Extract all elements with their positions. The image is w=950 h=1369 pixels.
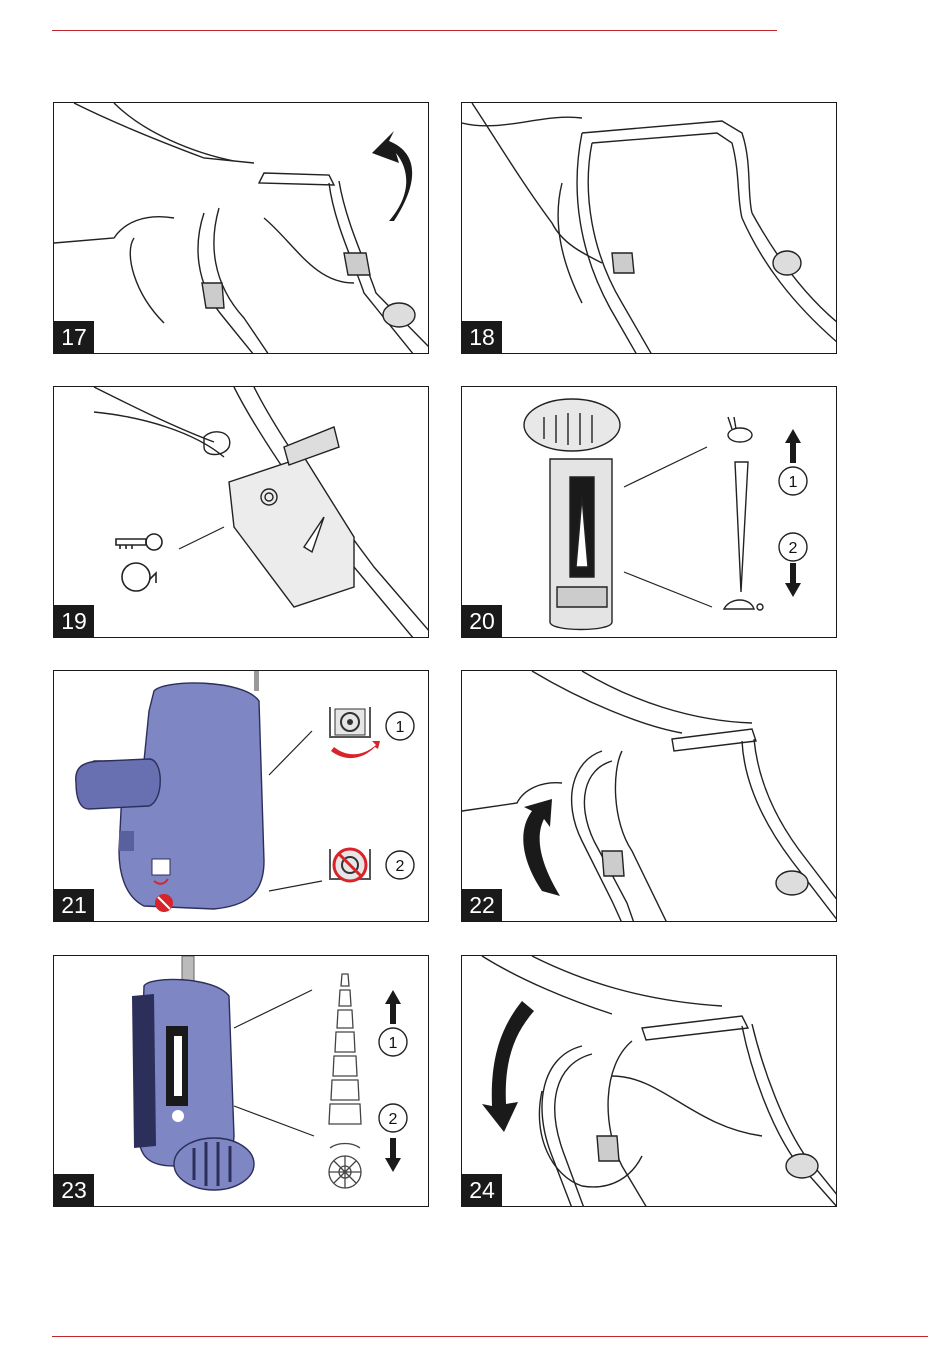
arrow-up-icon xyxy=(785,429,801,463)
turtle-icon xyxy=(724,600,763,610)
handle-fold-up-illustration xyxy=(462,671,837,922)
dial-wheel xyxy=(174,1138,254,1190)
figure-24-panel: 24 xyxy=(461,955,837,1207)
arrow-up-icon xyxy=(385,990,401,1024)
leader-lines xyxy=(269,731,322,891)
speed-lever-illustration: 1 2 xyxy=(462,387,837,638)
gear-engaged-icon xyxy=(330,707,380,758)
figure-number: 18 xyxy=(462,320,503,353)
key-switch-illustration xyxy=(54,387,429,638)
figure-number: 22 xyxy=(462,888,503,921)
footer-rule xyxy=(52,1336,928,1337)
gear-disengaged-icon xyxy=(330,849,370,881)
rotate-up-arrow-icon xyxy=(523,799,560,896)
callout-2: 2 xyxy=(389,1111,398,1128)
speed-scale xyxy=(329,974,361,1124)
arrow-down-icon xyxy=(385,1138,401,1172)
handle-fold-down-illustration xyxy=(462,956,837,1207)
figure-19-panel: 19 xyxy=(53,386,429,638)
figure-20-panel: 1 2 20 xyxy=(461,386,837,638)
callout-1: 1 xyxy=(389,1035,398,1052)
figure-number: 20 xyxy=(462,604,503,637)
leader-line xyxy=(179,527,224,549)
wheel-icon xyxy=(329,1144,361,1189)
disengage-label-icon xyxy=(155,894,173,912)
callout-1: 1 xyxy=(789,474,798,491)
knob xyxy=(524,399,620,451)
figure-18-panel: 18 xyxy=(461,102,837,354)
figure-21-panel: 1 2 21 xyxy=(53,670,429,922)
speed-wedge xyxy=(735,462,748,592)
header-rule xyxy=(52,30,777,31)
rotate-up-arrow-icon xyxy=(372,131,412,221)
leader-lines xyxy=(234,990,314,1136)
figure-number: 19 xyxy=(54,604,95,637)
callout-2: 2 xyxy=(396,858,405,875)
figure-17-panel: 17 xyxy=(53,102,429,354)
drive-lever xyxy=(76,759,161,809)
callout-1: 1 xyxy=(396,719,405,736)
figure-number: 21 xyxy=(54,888,95,921)
key-icon xyxy=(116,534,162,550)
handle-locked-illustration xyxy=(462,103,837,354)
callout-2: 2 xyxy=(789,540,798,557)
figure-number: 17 xyxy=(54,320,95,353)
rabbit-icon xyxy=(728,417,752,442)
speed-dial-illustration: 1 2 xyxy=(54,956,429,1207)
rotate-down-arrow-icon xyxy=(482,1001,534,1132)
arrow-down-icon xyxy=(785,563,801,597)
figure-number: 23 xyxy=(54,1173,95,1206)
figure-22-panel: 22 xyxy=(461,670,837,922)
drive-control-illustration: 1 2 xyxy=(54,671,429,922)
handle-raise-illustration xyxy=(54,103,429,354)
figure-23-panel: 1 2 23 xyxy=(53,955,429,1207)
rotate-icon xyxy=(122,563,156,591)
figure-number: 24 xyxy=(462,1173,503,1206)
leader-lines xyxy=(624,447,712,607)
